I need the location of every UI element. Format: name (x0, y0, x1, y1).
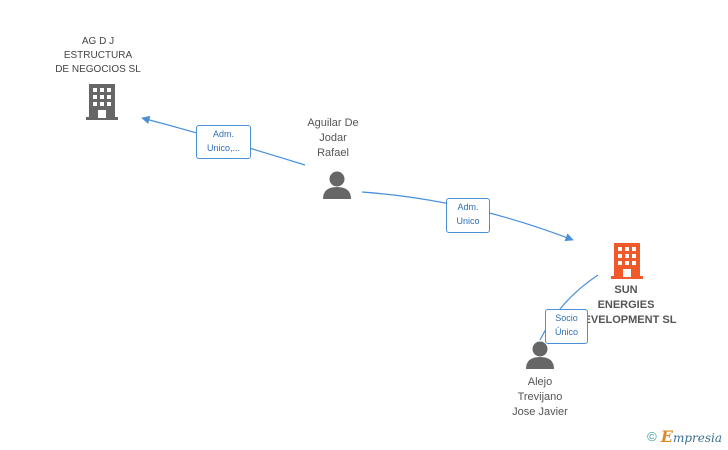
edge-label-socio-unico[interactable]: Socio Único (545, 309, 588, 344)
empresia-logo[interactable]: Empresia (660, 427, 722, 446)
footer-brand: © Empresia (647, 427, 722, 446)
edge-alejo-to-sun (539, 274, 599, 341)
building-icon[interactable] (86, 84, 118, 120)
edge-label-adm-unico-sun[interactable]: Adm. Unico (446, 198, 490, 233)
company-label-sun[interactable]: SUN ENERGIES DEVELOPMENT SL (575, 284, 677, 326)
person-icon[interactable] (525, 341, 555, 369)
building-icon[interactable] (611, 243, 643, 279)
edge-label-adm-unico-agdj[interactable]: Adm. Unico,... (196, 125, 251, 159)
person-label-alejo[interactable]: Alejo Trevijano Jose Javier (512, 376, 568, 418)
person-label-aguilar[interactable]: Aguilar De Jodar Rafael (307, 117, 359, 159)
company-label-agdj[interactable]: AG D J ESTRUCTURA DE NEGOCIOS SL (55, 36, 141, 75)
copyright-icon: © (647, 429, 657, 444)
person-icon[interactable] (322, 171, 352, 199)
